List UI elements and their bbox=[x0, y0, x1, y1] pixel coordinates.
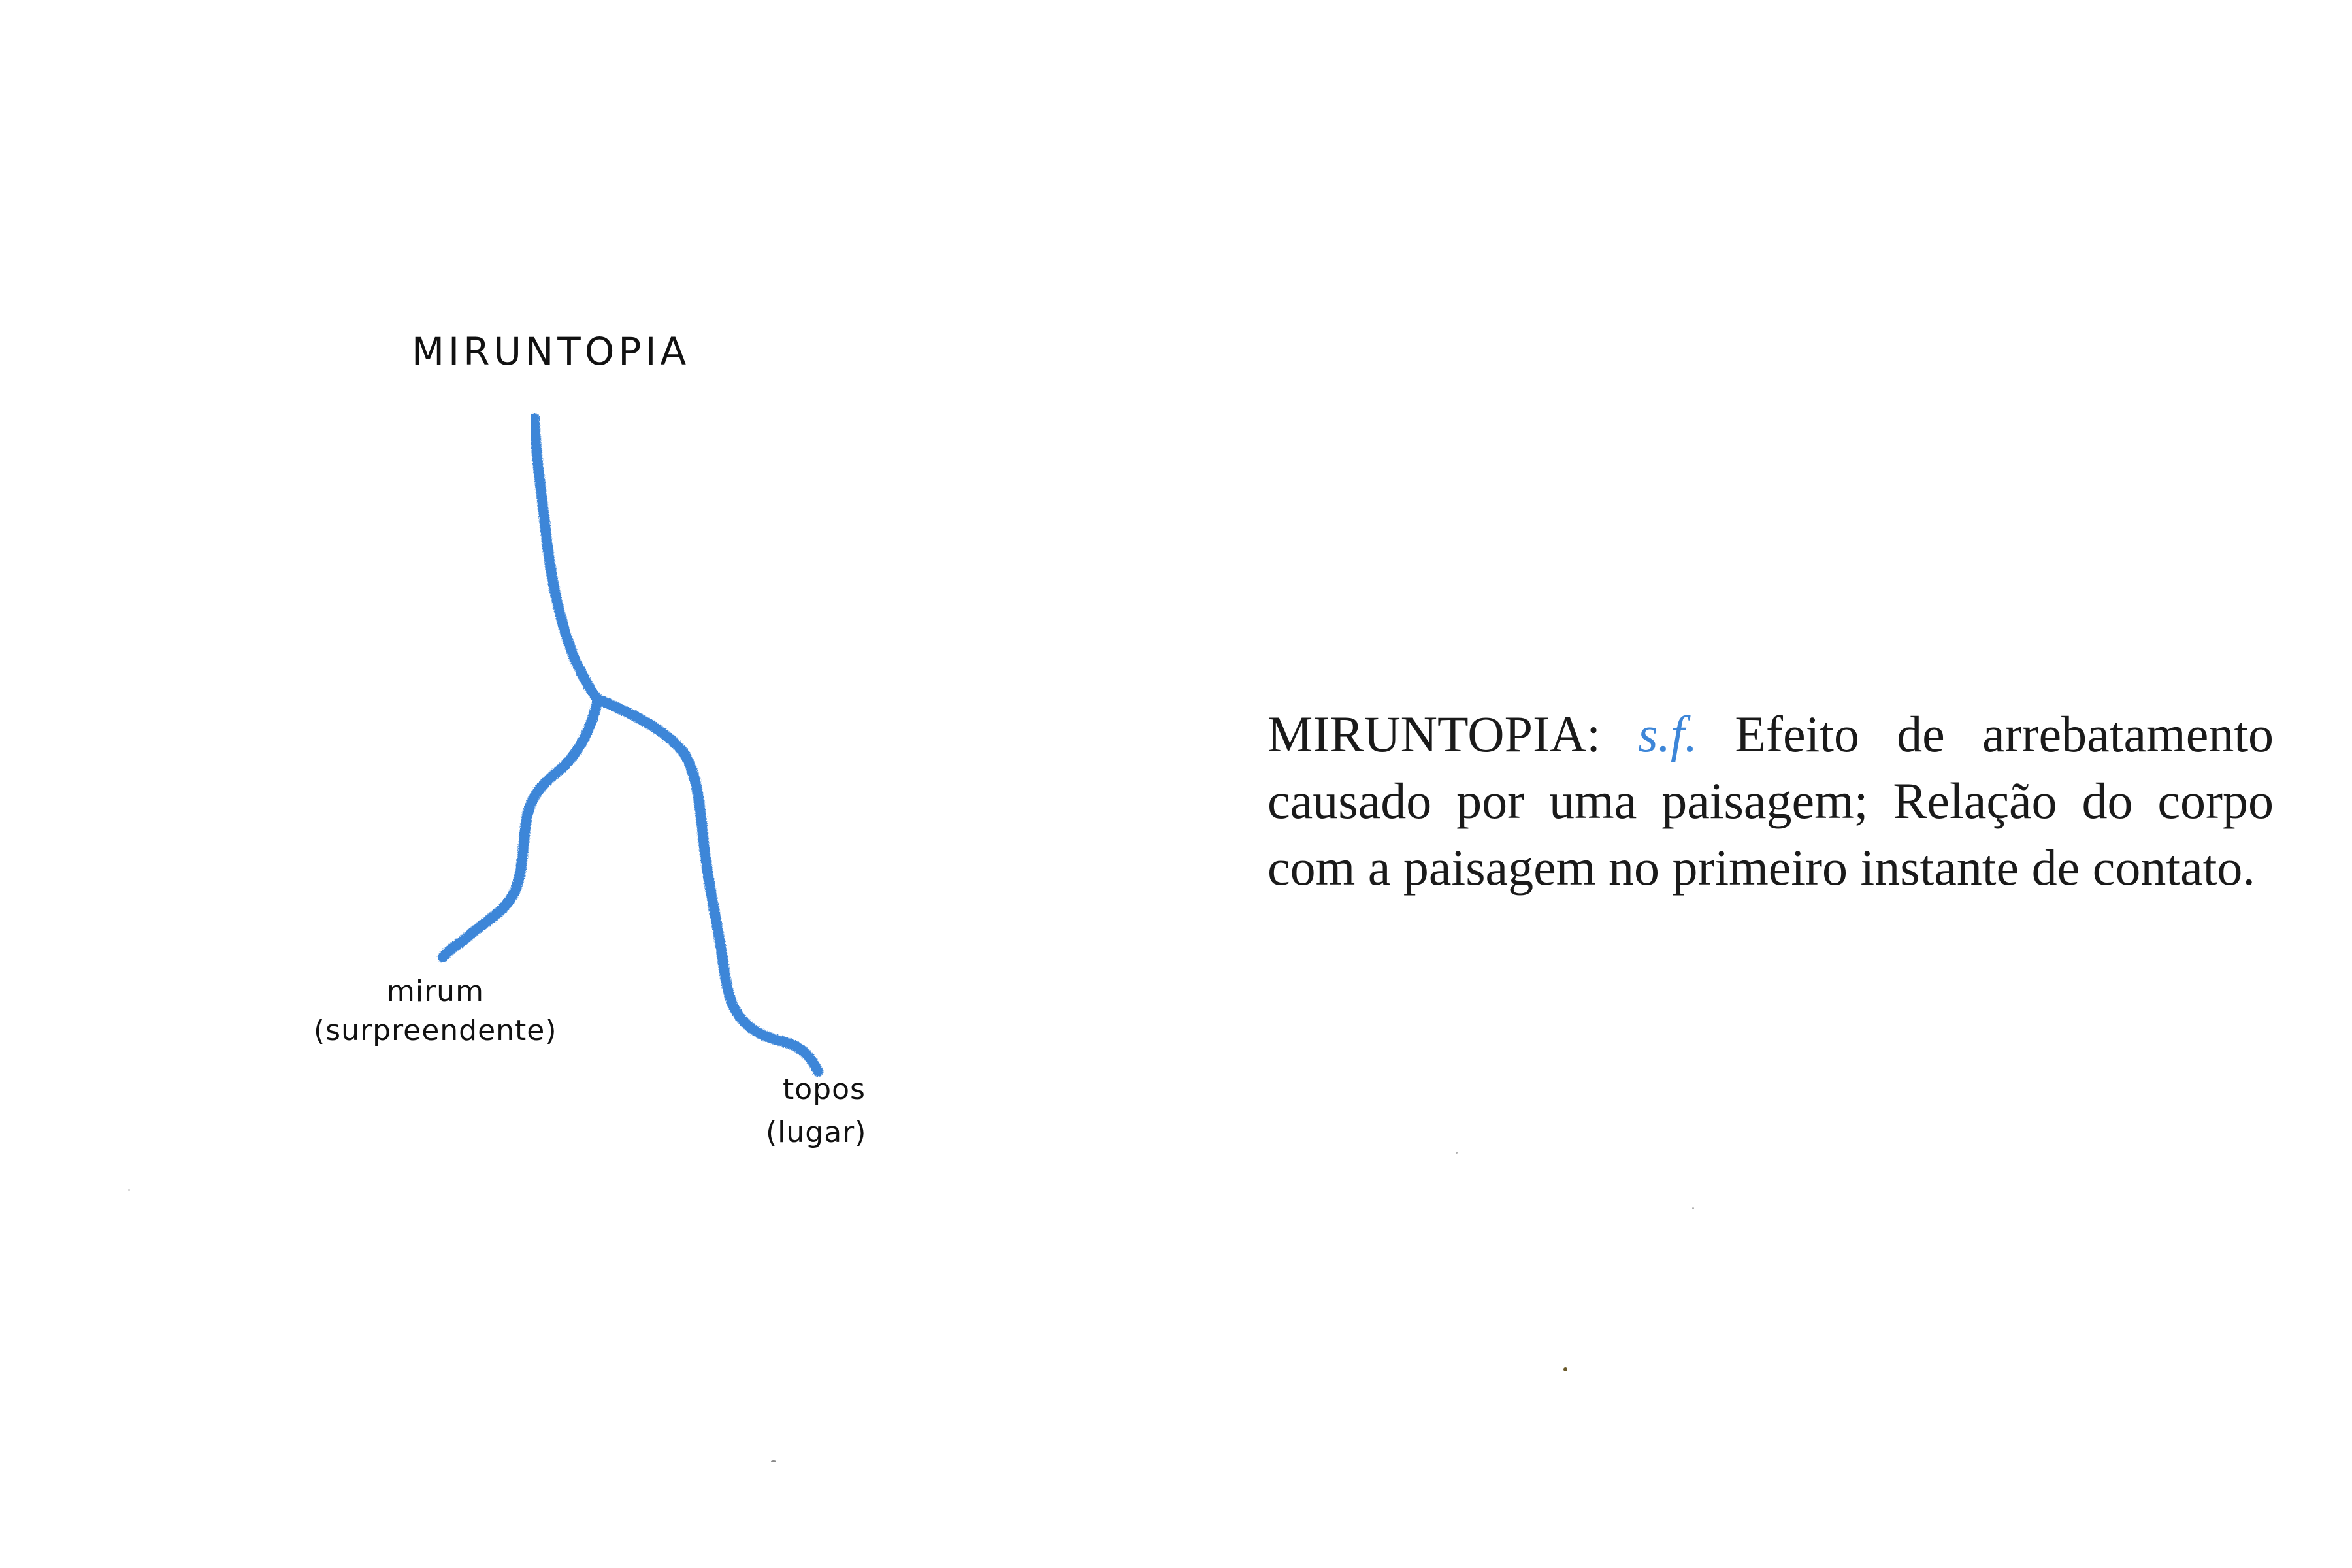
root-label: MIRUNTOPIA bbox=[412, 329, 690, 374]
paper-speck bbox=[1563, 1367, 1567, 1371]
paper-speck bbox=[1456, 1152, 1458, 1154]
branch-stroke-topos bbox=[593, 694, 823, 1077]
branch-meaning-topos: (lugar) bbox=[766, 1116, 866, 1149]
paper-speck bbox=[128, 1189, 130, 1191]
branch-word-mirum: mirum bbox=[387, 975, 484, 1008]
branch-word-topos: topos bbox=[783, 1073, 866, 1106]
definition-paragraph: MIRUNTOPIA: s.f. Efeito de arrebatamento… bbox=[1267, 701, 2274, 901]
branch-stroke-mirum bbox=[438, 694, 603, 962]
part-of-speech: s.f. bbox=[1638, 706, 1698, 762]
branch-meaning-mirum: (surpreendente) bbox=[314, 1014, 557, 1047]
paper-speck bbox=[1692, 1207, 1694, 1209]
paper-speck bbox=[771, 1460, 776, 1462]
definition-text: Efeito de arrebatamento causado por uma … bbox=[1267, 706, 2274, 896]
trunk-stroke bbox=[529, 413, 603, 704]
definition-term: MIRUNTOPIA: bbox=[1267, 706, 1601, 762]
